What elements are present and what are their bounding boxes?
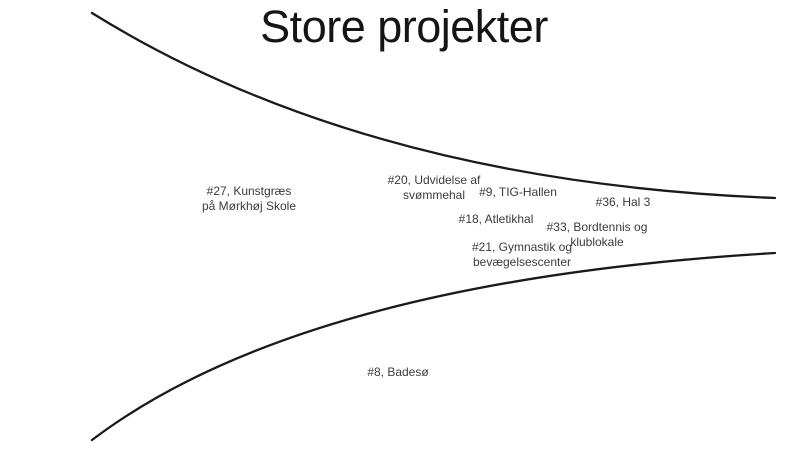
project-label-20: #20, Udvidelse af svømmehal <box>387 173 481 202</box>
project-label-36: #36, Hal 3 <box>595 195 651 209</box>
bottom-funnel-curve <box>90 251 777 442</box>
project-label-18: #18, Atletikhal <box>458 212 534 226</box>
slide-title: Store projekter <box>260 1 548 52</box>
project-label-8: #8, Badesø <box>367 365 429 379</box>
project-label-27: #27, Kunstgræs på Mørkhøj Skole <box>201 184 297 213</box>
project-label-9: #9, TIG-Hallen <box>479 185 557 199</box>
project-label-21: #21, Gymnastik og bevægelsescenter <box>471 240 573 269</box>
project-label-33: #33, Bordtennis og klublokale <box>546 220 648 249</box>
